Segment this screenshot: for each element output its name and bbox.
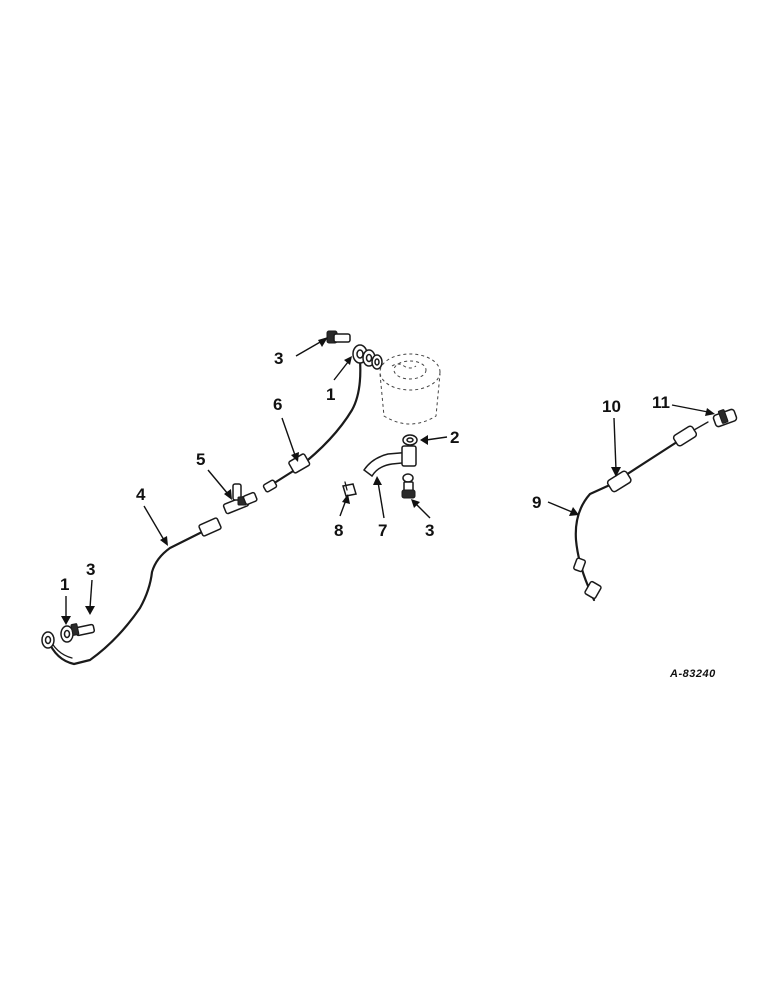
fuel-tube-9 [573,482,614,602]
clip-8 [342,481,357,497]
leader-lines [61,337,715,625]
banjo-fitting-left [41,631,55,649]
callout-6: 6 [273,395,282,414]
callout-2: 2 [450,428,459,447]
callout-8: 8 [334,521,343,540]
gasket-2 [402,434,418,446]
filter-bowl [379,353,441,425]
reference-code: A-83240 [669,668,716,680]
callout-1-top: 1 [326,385,335,404]
elbow-fitting-7 [362,445,417,478]
fuel-tube-10 [606,421,709,493]
callout-7: 7 [378,521,387,540]
fuel-tube-6 [262,358,362,493]
callout-5: 5 [196,450,205,469]
callout-4: 4 [136,485,146,504]
callout-1-left: 1 [60,575,69,594]
fuel-tube-4 [46,523,220,666]
bolt-lower [401,473,416,499]
connector-11 [712,408,738,428]
callout-9: 9 [532,493,541,512]
bolt-top [326,330,351,344]
tube-nut-4 [198,517,222,537]
callout-11: 11 [652,393,670,412]
bolt-left [70,623,96,637]
washer-top-b [371,354,383,370]
callout-10: 10 [602,397,621,416]
callout-3-top: 3 [274,349,283,368]
tee-fitting-5 [222,483,258,515]
callout-3-left: 3 [86,560,95,579]
callout-3-mid: 3 [425,521,434,540]
